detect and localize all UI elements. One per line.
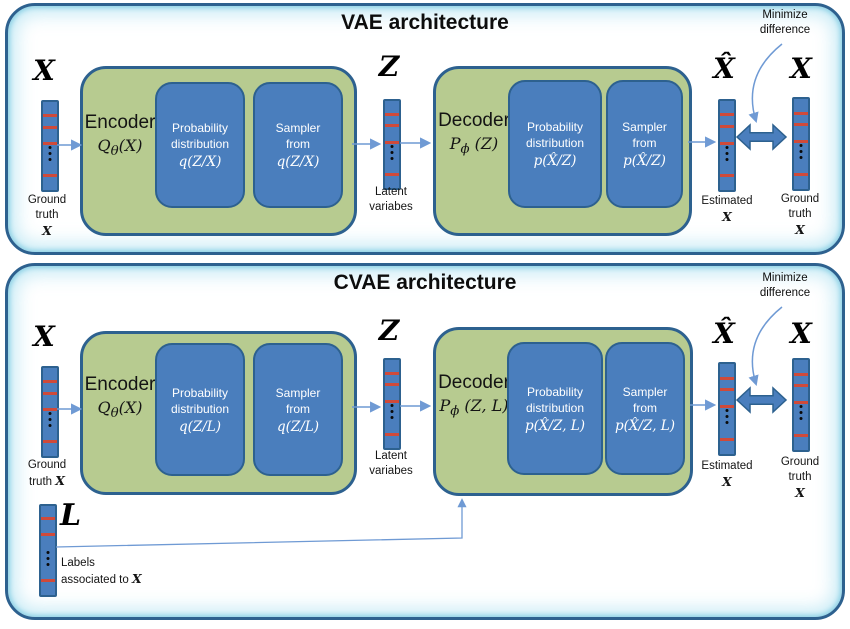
cvae-estimated-symbol: X̂	[713, 317, 735, 350]
vae-title: VAE architecture	[341, 11, 509, 34]
cvae-estimated-vector-bar	[718, 362, 736, 456]
cvae-decoder-label: Decoder Pϕ (Z, L)	[438, 372, 510, 420]
ellipsis-dots	[390, 404, 394, 407]
cvae-labels-vector-bar	[39, 504, 57, 597]
cvae-latent-symbol: Z	[378, 314, 400, 347]
vae-estimated-symbol: X̂	[713, 52, 735, 85]
vae-latent-vector-bar	[383, 99, 401, 190]
vae-estimated-caption: Estimated X	[701, 195, 753, 224]
cvae-labels-caption: Labels associated to X	[61, 557, 142, 586]
vae-decoder-label: Decoder Pϕ (Z)	[438, 110, 510, 158]
ellipsis-dots	[48, 146, 52, 149]
ellipsis-dots	[799, 144, 803, 147]
ellipsis-dots	[725, 409, 729, 412]
cvae-title: CVAE architecture	[333, 271, 517, 294]
ellipsis-dots	[390, 144, 394, 148]
cvae-input-vector-bar	[41, 366, 59, 458]
cvae-labels-symbol: L	[60, 498, 82, 533]
ellipsis-dots	[799, 405, 803, 408]
vae-input-vector-bar	[41, 100, 59, 192]
vae-estimated-vector-bar	[718, 99, 736, 192]
vae-truth-vector-bar	[792, 97, 810, 191]
cvae-latent-vector-bar	[383, 358, 401, 450]
cvae-input-caption: Ground truth X	[27, 459, 67, 488]
cvae-estimated-caption: Estimated X	[701, 460, 753, 489]
vae-encoder-label: Encoder Qθ(X)	[84, 112, 156, 160]
cvae-encoder-label: Encoder Qθ(X)	[84, 374, 156, 422]
cvae-truth-vector-bar	[792, 358, 810, 452]
vae-latent-symbol: Z	[378, 50, 400, 83]
ellipsis-dots	[48, 412, 52, 415]
cvae-truth-symbol: X	[790, 317, 812, 350]
vae-truth-symbol: X	[790, 52, 812, 85]
ellipsis-dots	[725, 145, 729, 149]
cvae-input-symbol: X	[33, 320, 55, 353]
vae-input-symbol: X	[33, 54, 55, 87]
ellipsis-dots	[46, 550, 50, 554]
